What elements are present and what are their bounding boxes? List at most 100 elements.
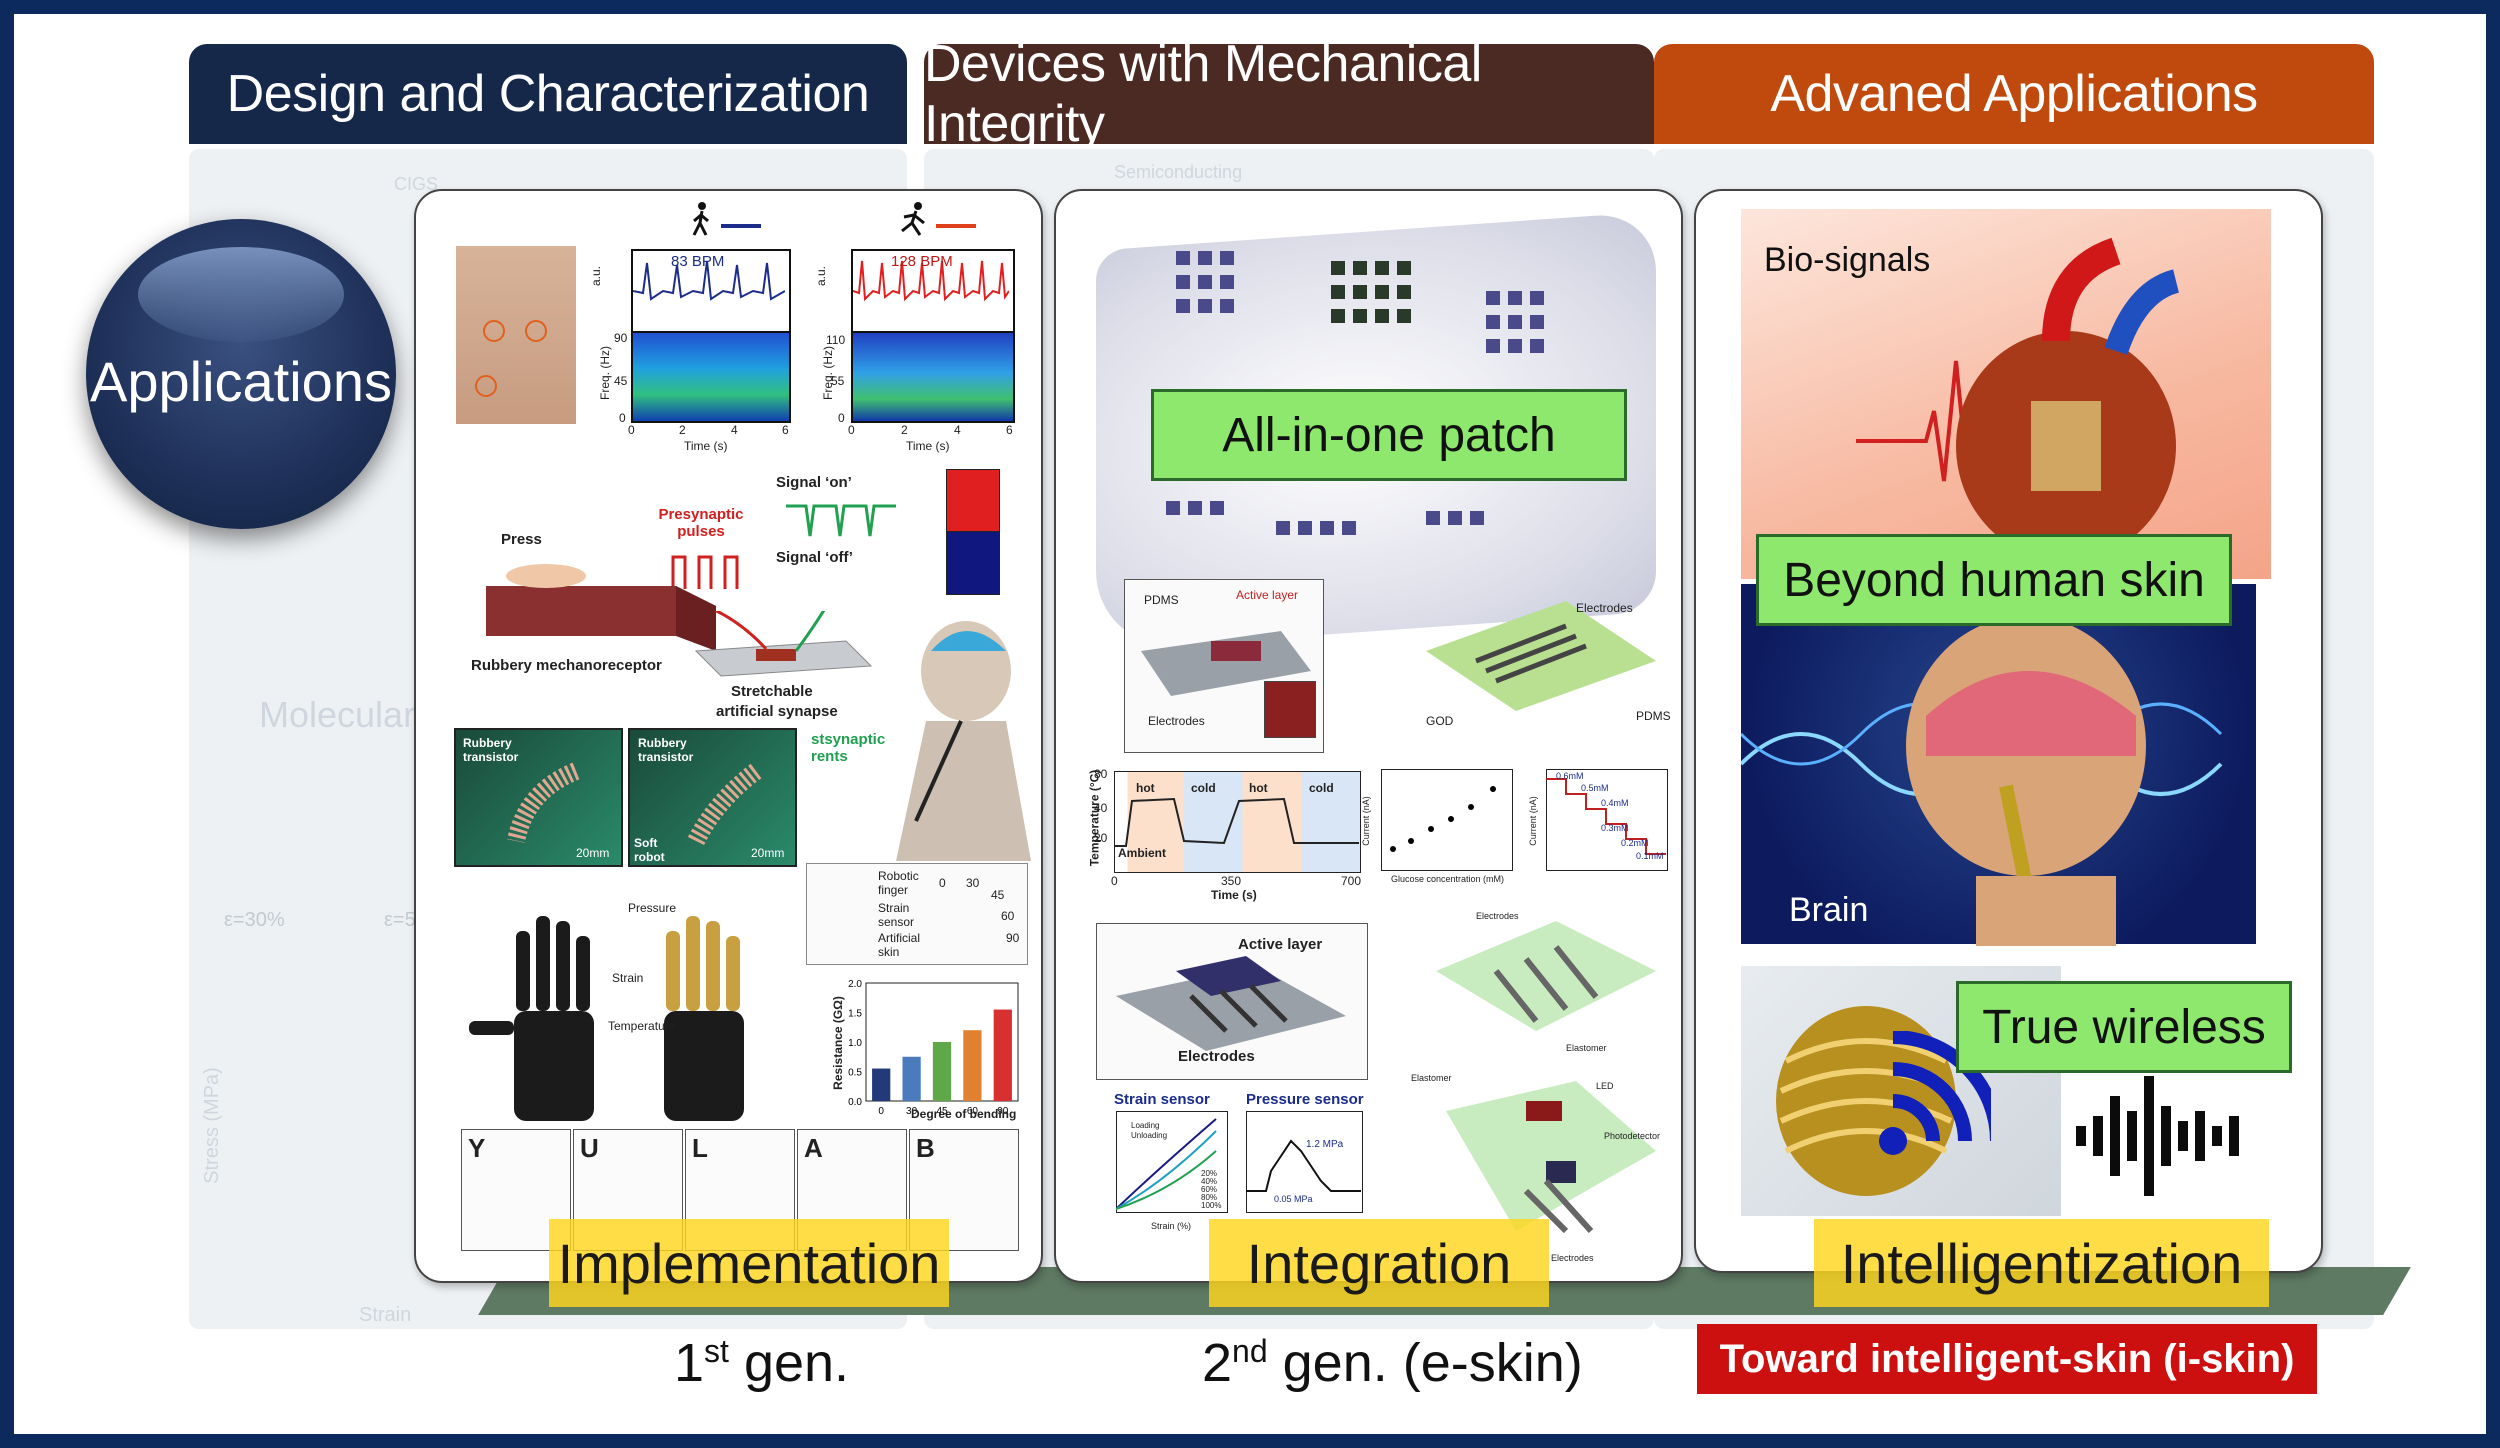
orb-label: Applications [90, 350, 392, 413]
current-ylabel-1: Current (nA) [1360, 796, 1371, 846]
figure-canvas: Design and Characterization Devices with… [14, 14, 2486, 1434]
temp-ytick-80: 80 [1094, 767, 1108, 781]
second-gen-suffix: nd [1232, 1333, 1268, 1369]
mechanoreceptor-device [486, 564, 716, 651]
glucose-calibration-points [1390, 786, 1496, 852]
implementation-label: Implementation [549, 1219, 949, 1307]
pdms-device [1141, 631, 1311, 696]
electrodes-top-label: Electrodes [1148, 714, 1205, 728]
strain-pct-100: 100% [1201, 1201, 1222, 1210]
header-applications: Advaned Applications [1654, 44, 2374, 144]
background-strain-axis: Strain [359, 1304, 412, 1326]
cold-label-2: cold [1309, 781, 1334, 795]
sign-letter-u: U [580, 1133, 599, 1163]
resistance-xtick: 90 [997, 1106, 1009, 1117]
temp-time-label: Time (s) [1211, 888, 1257, 902]
xtick-right-3: 6 [1006, 423, 1013, 437]
bottom-electrodes-label: Electrodes [1551, 1253, 1594, 1263]
step-01: 0.1mM [1636, 851, 1664, 861]
led-photodetector-device [1446, 1081, 1656, 1234]
strain-sensor-label: Strain sensor [878, 901, 915, 929]
sign-letter-l: L [692, 1133, 708, 1163]
sign-letter-b: B [916, 1133, 935, 1163]
temperature-chart [1114, 771, 1361, 873]
second-gen-label: 2nd gen. (e-skin) [1202, 1332, 1583, 1394]
panel-intelligentization: Bio-signals Brain Beyond human skin [1694, 189, 2323, 1273]
glucose-sensor-device [1426, 601, 1656, 711]
soft-robot-gripper-2 [687, 763, 762, 846]
first-gen-label: 1st gen. [674, 1332, 849, 1394]
presynaptic-pulses [671, 555, 739, 589]
right-electrodes-label: Electrodes [1476, 911, 1519, 921]
resistance-xtick: 45 [936, 1106, 948, 1117]
xtick-left-1: 2 [679, 423, 686, 437]
signal-on-label: Signal ‘on’ [776, 474, 852, 491]
second-gen-number: 2 [1202, 1333, 1233, 1393]
right-elastomer-label-1: Elastomer [1566, 1043, 1607, 1053]
heart-illustration [1856, 237, 2180, 561]
freq-label-right: Freq. (Hz) [821, 346, 835, 400]
postsynaptic-label: stsynaptic rents [811, 731, 886, 765]
panel-implementation: a.u. 83 BPM Freq. (Hz) 90 45 0 0 2 4 6 T… [414, 189, 1043, 1283]
step-05: 0.5mM [1581, 783, 1609, 793]
applications-orb: Applications [86, 219, 396, 529]
temp-xtick-350: 350 [1221, 874, 1242, 888]
sign-letter-y: Y [468, 1133, 486, 1163]
glucose-step-trace [1546, 778, 1666, 855]
ecg-walk-trace [633, 260, 785, 301]
strain-curves [1116, 1118, 1217, 1210]
background-stress-axis: Stress (MPa) [200, 1067, 223, 1184]
bending-xlabel: Degree of bending [911, 1107, 1017, 1121]
pdms-label: PDMS [1144, 593, 1179, 607]
pdms-inset [1264, 681, 1316, 738]
running-icon [901, 202, 925, 236]
angle-30: 30 [966, 876, 980, 890]
resistance-bar [872, 1068, 891, 1101]
brain-label: Brain [1789, 891, 1869, 929]
strain-sensor-title: Strain sensor [1114, 1091, 1210, 1108]
electrodes-bottom-label: Electrodes [1178, 1048, 1255, 1065]
xtick-left-3: 6 [782, 423, 789, 437]
first-gen-suffix: st [704, 1333, 729, 1369]
i-skin-ribbon: Toward intelligent-skin (i-skin) [1697, 1324, 2317, 1394]
strain-chart [1116, 1111, 1228, 1213]
xtick-right-2: 4 [954, 423, 961, 437]
header-devices: Devices with Mechanical Integrity [924, 35, 1654, 153]
walking-icon [692, 202, 709, 236]
temp-ytick-20: 20 [1094, 831, 1108, 845]
step-03: 0.3mM [1601, 823, 1629, 833]
resistance-bar [932, 1042, 952, 1101]
temperature-label: Temperature [608, 1019, 676, 1033]
ytick-left-1: 45 [614, 374, 628, 388]
xtick-left-2: 4 [731, 423, 738, 437]
torso-electrodes [475, 320, 547, 397]
strain-label: Strain [612, 971, 644, 985]
angle-90: 90 [1006, 931, 1020, 945]
first-gen-text: gen. [728, 1333, 850, 1393]
temp-ytick-40: 40 [1094, 801, 1108, 815]
resistance-bar [963, 1030, 982, 1101]
resistance-ytick: 0.5 [848, 1068, 862, 1079]
rubbery-transistor-photo-2 [628, 728, 797, 867]
xtick-right-1: 2 [901, 423, 908, 437]
step-04: 0.4mM [1601, 798, 1629, 808]
cold-label-1: cold [1191, 781, 1216, 795]
loading-label: Loading [1131, 1121, 1160, 1130]
step-02: 0.2mM [1621, 838, 1649, 848]
background-cigs-text: CIGS [394, 174, 439, 194]
soft-robot-label: Soft robot [634, 836, 665, 864]
soft-robot-gripper-1 [507, 762, 580, 844]
current-ylabel-2: Current (nA) [1527, 796, 1538, 846]
active-layer-label: Active layer [1238, 936, 1323, 953]
robotic-finger-label: Robotic finger [878, 869, 919, 897]
run-legend-line [936, 224, 976, 228]
synapse-label-1: Stretchable [731, 683, 813, 700]
header-design: Design and Characterization [189, 44, 907, 144]
scale-bar-1: 20mm [576, 846, 610, 860]
ecg-run-trace [853, 260, 1009, 302]
beyond-human-skin-label: Beyond human skin [1756, 534, 2232, 626]
mechanoreceptor-label: Rubbery mechanoreceptor [471, 657, 662, 674]
resistance-ytick: 2.0 [848, 979, 862, 990]
spectrogram-walk [631, 331, 791, 423]
